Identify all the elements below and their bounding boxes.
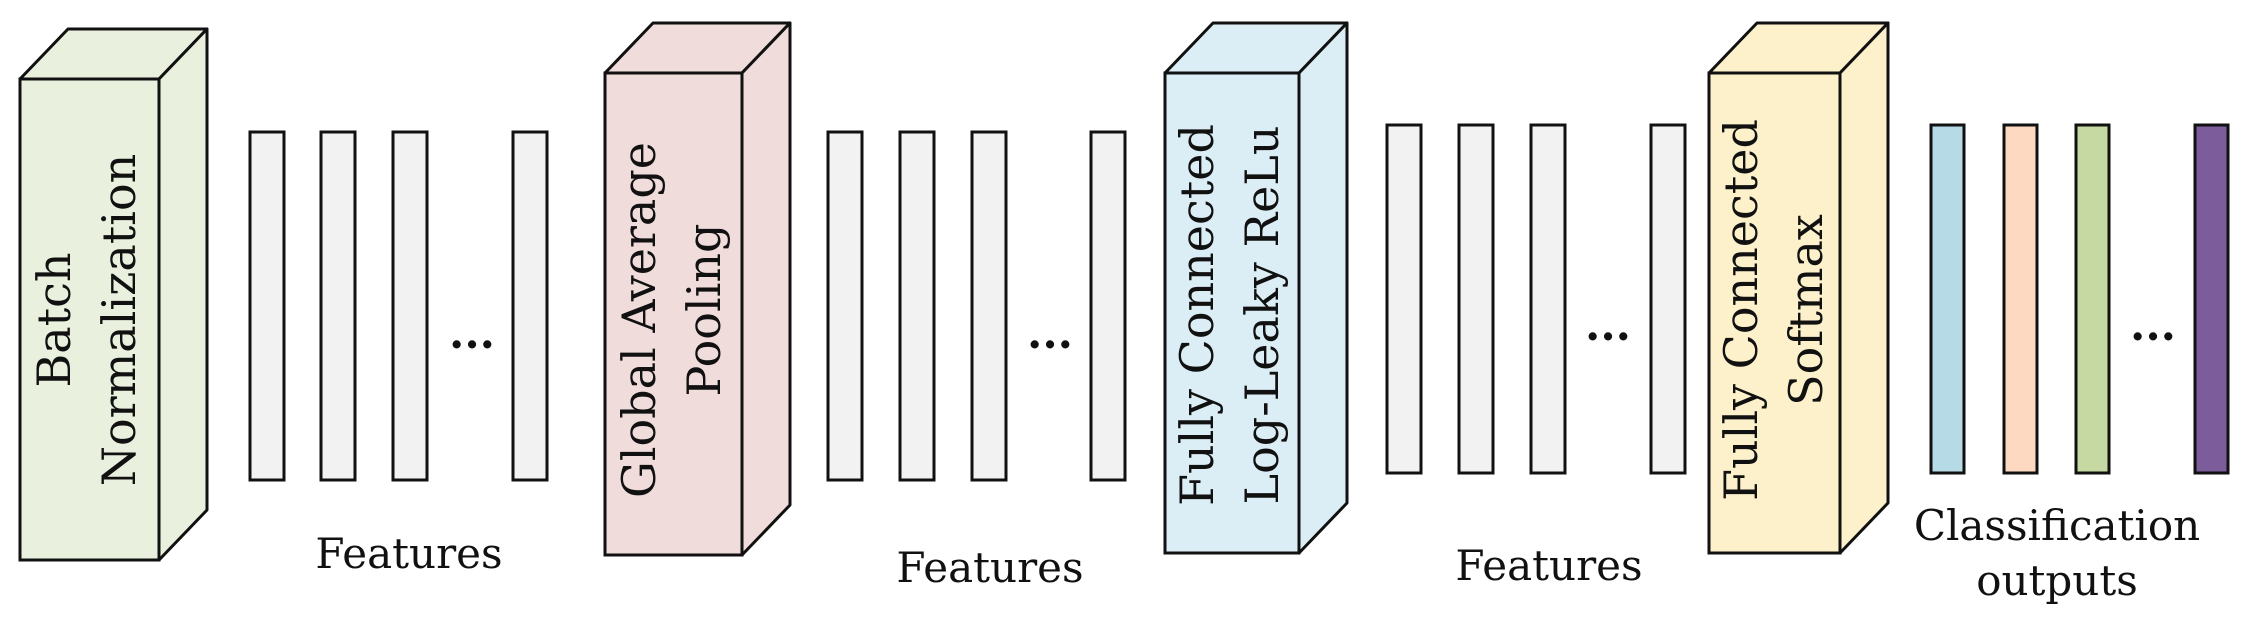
feature-bar	[1529, 123, 1567, 475]
block-global-average-pooling: Global Average Pooling	[603, 21, 792, 557]
output-bar	[1929, 123, 1966, 475]
feature-bar	[970, 130, 1008, 482]
block-side-face	[157, 27, 209, 562]
block-front-face	[1163, 71, 1301, 555]
block-fully-connected-softmax: Fully Connected Softmax	[1707, 21, 1890, 555]
block-side-face	[1838, 21, 1890, 555]
block-side-face	[740, 21, 792, 557]
block-front-face	[18, 77, 161, 562]
feature-bar	[319, 130, 357, 482]
feature-bar	[248, 130, 286, 482]
block-fully-connected-log-leaky-relu: Fully Connected Log-Leaky ReLu	[1163, 21, 1349, 555]
features-label: Features	[896, 543, 1083, 592]
feature-bar	[1385, 123, 1423, 475]
features-label: Features	[315, 529, 502, 578]
feature-bar	[826, 130, 864, 482]
feature-bar	[898, 130, 936, 482]
feature-group-3: ... Features	[1385, 123, 1687, 590]
output-bar	[2002, 123, 2039, 475]
block-batch-normalization: Batch Normalization	[18, 27, 209, 562]
output-ellipsis: ...	[2130, 300, 2176, 351]
outputs-label-line-2: outputs	[1976, 556, 2138, 605]
feature-group-2: ... Features	[826, 130, 1127, 592]
feature-bar	[1457, 123, 1495, 475]
output-bar	[2193, 123, 2230, 475]
block-label-line-1: Global Average	[612, 142, 666, 498]
block-front-face	[1707, 71, 1842, 555]
block-label-line-1: Batch	[27, 252, 81, 387]
feature-bar	[1089, 130, 1127, 482]
feature-ellipsis: ...	[449, 308, 495, 359]
outputs-label-line-1: Classification	[1914, 501, 2200, 550]
block-side-face	[1297, 21, 1349, 555]
block-label-line-1: Fully Connected	[1714, 119, 1768, 501]
feature-ellipsis: ...	[1027, 308, 1073, 359]
feature-group-1: ... Features	[248, 130, 549, 578]
feature-bar	[511, 130, 549, 482]
classification-outputs: ... Classification outputs	[1914, 123, 2230, 605]
block-label-line-2: Softmax	[1779, 214, 1833, 406]
block-front-face	[603, 71, 744, 557]
output-bar	[2074, 123, 2111, 475]
feature-bar	[391, 130, 429, 482]
block-label-line-2: Normalization	[92, 154, 146, 487]
block-label-line-2: Pooling	[677, 224, 731, 397]
feature-bar	[1649, 123, 1687, 475]
features-label: Features	[1455, 541, 1642, 590]
block-label-line-1: Fully Connected	[1170, 124, 1224, 506]
feature-ellipsis: ...	[1585, 300, 1631, 351]
block-label-line-2: Log-Leaky ReLu	[1235, 126, 1289, 505]
